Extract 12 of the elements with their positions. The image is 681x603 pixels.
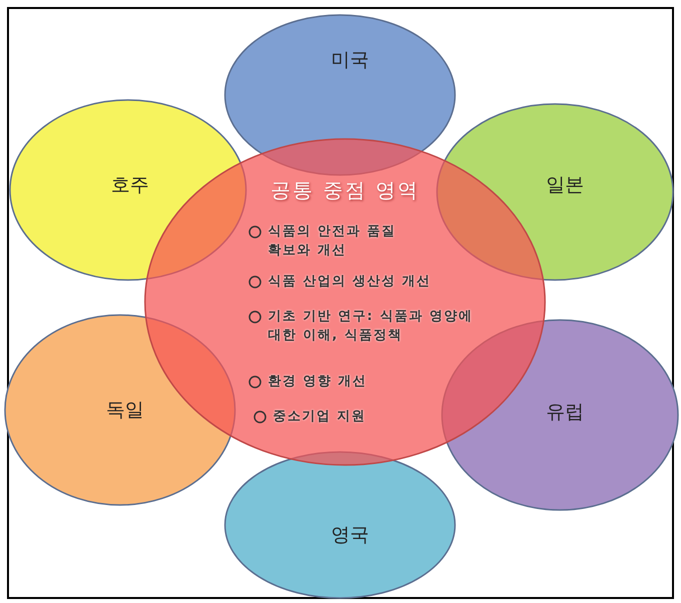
country-label: 독일 (106, 398, 144, 423)
heading: 공통 중점 영역 (270, 177, 420, 204)
bullet-text: 기초 기반 연구: 식품과 영양에 대한 이해, 식품정책 (268, 308, 474, 345)
bullet-text: 식품의 안전과 품질 확보와 개선 (268, 223, 398, 260)
country-label: 일본 (546, 173, 584, 198)
country-label: 호주 (111, 173, 149, 198)
bullet-text: 환경 영향 개선 (268, 373, 368, 391)
bullet-text: 중소기업 지원 (273, 408, 368, 426)
country-label: 영국 (331, 523, 369, 548)
bullet-text: 식품 산업의 생산성 개선 (268, 273, 432, 291)
country-label: 미국 (331, 48, 369, 73)
country-label: 유럽 (546, 400, 584, 425)
